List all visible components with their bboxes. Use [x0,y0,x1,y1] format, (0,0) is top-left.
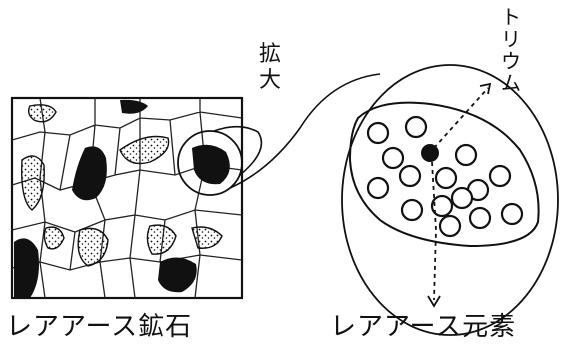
dark-grain [72,146,107,201]
decay-arrows [427,82,492,308]
arrow-up-head [479,82,492,95]
speckled-grain [27,104,57,123]
dark-grain [14,238,39,298]
speckled-grain [21,155,45,211]
atom [400,198,424,222]
atom [450,186,474,210]
dark-grain [120,99,148,114]
magnify-circle [177,130,243,196]
atom [366,121,390,145]
atom [381,146,405,170]
atom [404,115,428,139]
dark-grain [158,257,197,293]
atom [468,206,492,230]
ore-sample [10,96,244,300]
atom [366,176,390,200]
atom [500,202,524,226]
dark-grain [192,144,230,185]
atom [434,166,458,190]
grain-boundaries [12,98,242,298]
arrow-down-head [427,295,441,308]
magnify-label: 拡大 [258,42,281,93]
atom [454,143,478,167]
arrow-up [433,87,489,149]
atom [438,214,462,238]
magnify-connector [213,73,381,189]
enlarged-circle [341,64,559,336]
speckled-grain [146,224,177,255]
element-grain [348,101,540,248]
element-label: レアアース元素 [330,312,517,342]
ore-frame [10,96,244,300]
ore-label: レアアース鉱石 [6,312,193,342]
thorium-label: トリウム [501,5,521,95]
atom [398,164,422,188]
speckled-grain [77,227,109,267]
thorium-atom [421,144,439,162]
arrow-down [431,161,437,301]
element-atoms [366,115,524,238]
enlarged-view [341,64,559,336]
speckled-grain [119,135,170,165]
atom [488,164,512,188]
speckled-grain [43,226,65,250]
speckled-grain [191,226,223,249]
atom [430,194,454,218]
